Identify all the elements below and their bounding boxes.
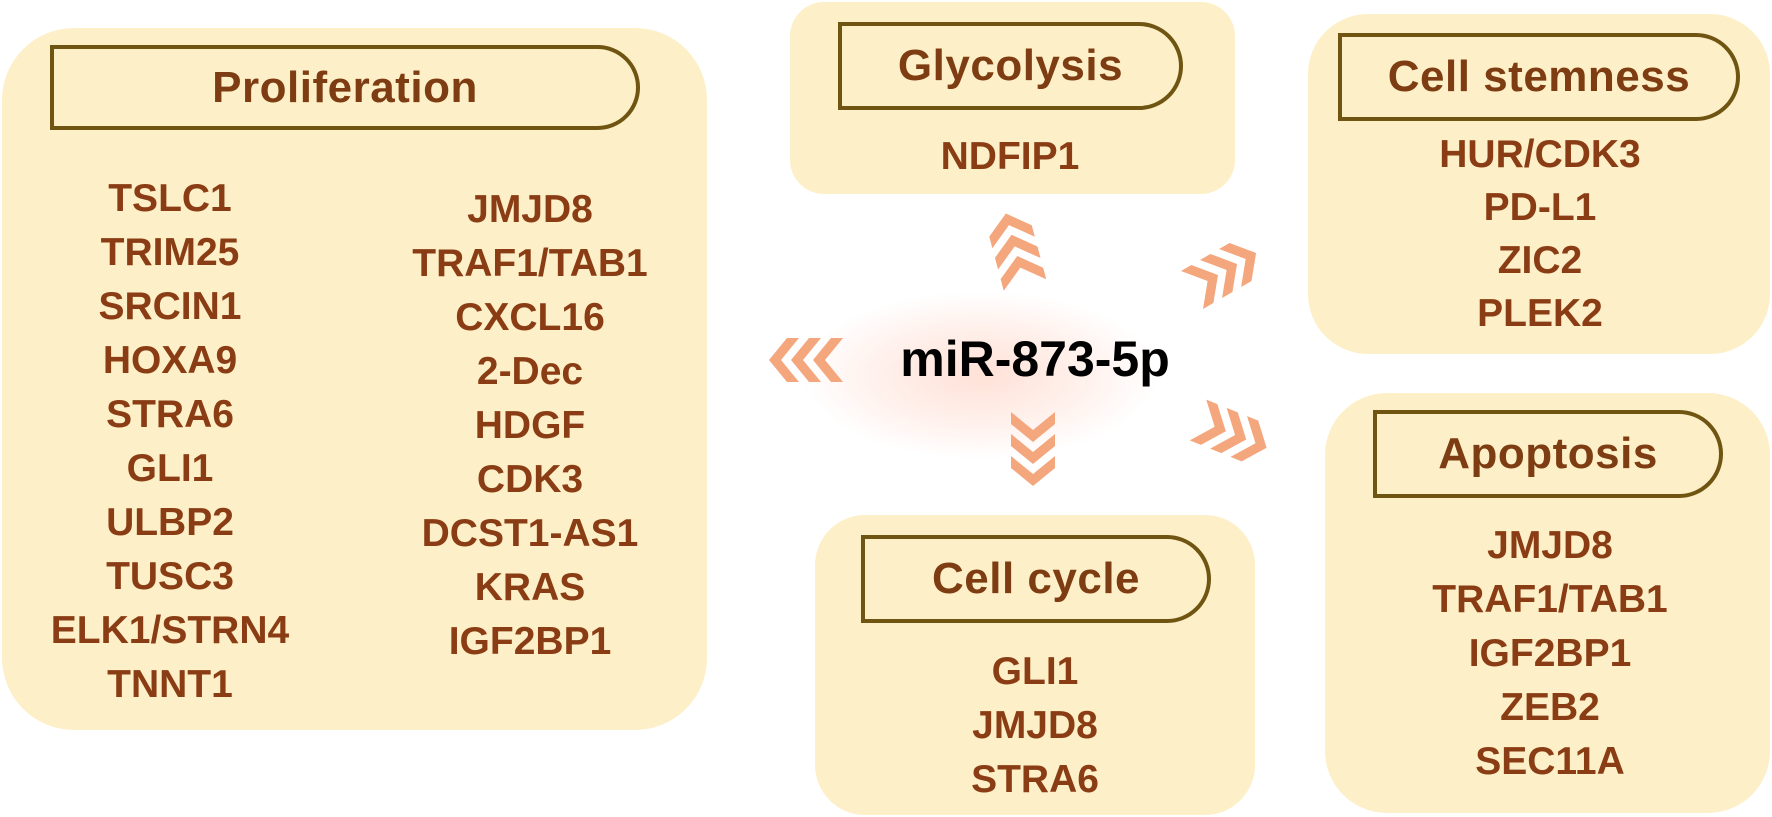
- list-item: SRCIN1: [98, 285, 242, 328]
- list-item: GLI1: [991, 650, 1079, 693]
- list-item: ZEB2: [1500, 686, 1600, 729]
- apoptosis-list: JMJD8 TRAF1/TAB1 IGF2BP1 ZEB2 SEC11A: [1375, 519, 1725, 789]
- list-item: 2-Dec: [476, 350, 584, 393]
- list-item: TUSC3: [106, 555, 234, 598]
- mirna-label: miR-873-5p: [900, 331, 1170, 387]
- list-item: ZIC2: [1497, 239, 1583, 282]
- apoptosis-title: Apoptosis: [1373, 410, 1723, 498]
- arrow-upright-icon: [1181, 233, 1268, 310]
- center-glow: [800, 290, 1160, 460]
- list-item: TRIM25: [100, 231, 240, 274]
- cell-cycle-list: GLI1 JMJD8 STRA6: [865, 645, 1205, 807]
- list-item: TNNT1: [107, 663, 233, 706]
- list-item: STRA6: [106, 393, 234, 436]
- list-item: CDK3: [476, 458, 584, 501]
- arrow-up-icon: [984, 207, 1047, 291]
- list-item: IGF2BP1: [448, 620, 612, 663]
- proliferation-title: Proliferation: [50, 45, 640, 130]
- list-item: HUR/CDK3: [1439, 133, 1641, 176]
- cell-stemness-list: HUR/CDK3 PD-L1 ZIC2 PLEK2: [1340, 128, 1740, 340]
- list-item: HOXA9: [102, 339, 238, 382]
- proliferation-panel: [2, 28, 707, 730]
- arrow-downright-icon: [1189, 399, 1275, 469]
- list-item: KRAS: [474, 566, 586, 609]
- list-item: ULBP2: [106, 501, 234, 544]
- list-item: NDFIP1: [940, 135, 1080, 178]
- list-item: JMJD8: [467, 188, 593, 231]
- list-item: PD-L1: [1483, 186, 1597, 229]
- list-item: PLEK2: [1477, 292, 1603, 335]
- list-item: TRAF1/TAB1: [1432, 578, 1668, 621]
- list-item: SEC11A: [1475, 740, 1625, 783]
- list-item: HDGF: [474, 404, 586, 447]
- arrow-left-icon: [769, 338, 843, 382]
- list-item: JMJD8: [1487, 524, 1613, 567]
- cell-stemness-title: Cell stemness: [1338, 33, 1740, 121]
- list-item: IGF2BP1: [1468, 632, 1632, 675]
- list-item: DCST1-AS1: [421, 512, 639, 555]
- proliferation-list-left: TSLC1 TRIM25 SRCIN1 HOXA9 STRA6 GLI1 ULB…: [40, 172, 300, 712]
- list-item: JMJD8: [972, 704, 1098, 747]
- list-item: TSLC1: [108, 177, 232, 220]
- list-item: ELK1/STRN4: [50, 609, 290, 652]
- cell-cycle-title: Cell cycle: [861, 535, 1211, 623]
- glycolysis-title: Glycolysis: [838, 22, 1183, 110]
- list-item: CXCL16: [455, 296, 605, 339]
- proliferation-list-right: JMJD8 TRAF1/TAB1 CXCL16 2-Dec HDGF CDK3 …: [385, 183, 675, 669]
- arrow-down-icon: [1011, 412, 1055, 486]
- list-item: GLI1: [126, 447, 214, 490]
- list-item: TRAF1/TAB1: [412, 242, 648, 285]
- list-item: STRA6: [971, 758, 1099, 801]
- glycolysis-list: NDFIP1: [840, 130, 1180, 184]
